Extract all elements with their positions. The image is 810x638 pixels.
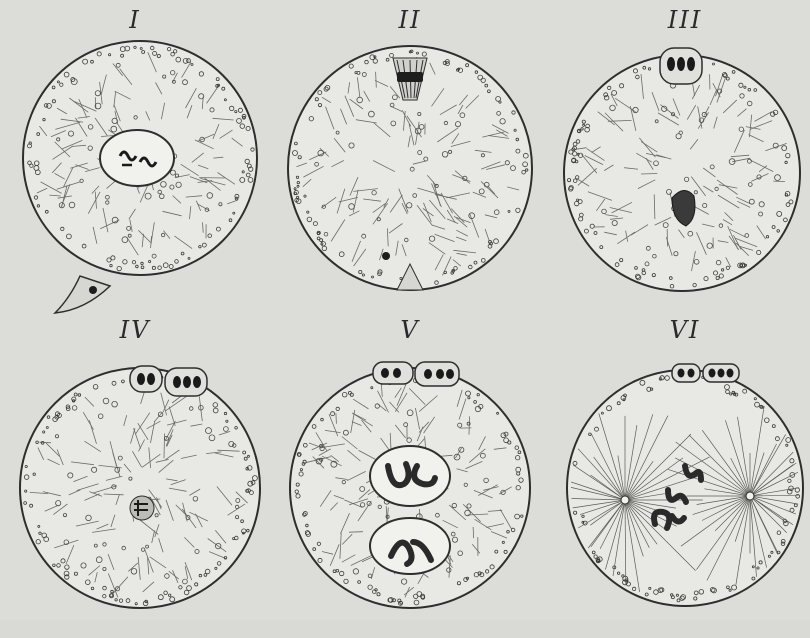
cell-drawing <box>560 338 810 638</box>
female-pronucleus <box>370 518 450 574</box>
cell-body <box>567 370 803 606</box>
network-strand <box>336 413 337 424</box>
panel-i: I <box>10 0 260 300</box>
network-strand <box>641 174 657 175</box>
polar-bodies <box>672 364 739 382</box>
illustration-plate: I II <box>0 0 810 620</box>
panel-iii: III <box>560 0 810 300</box>
polar-body <box>660 48 702 84</box>
germinal-vesicle <box>100 130 174 186</box>
cell-drawing <box>285 338 535 638</box>
polar-bodies <box>130 366 207 396</box>
network-strand <box>349 532 363 533</box>
panel-iv: IV <box>10 310 260 610</box>
cell-drawing <box>285 28 535 328</box>
centrosome <box>621 496 629 504</box>
network-strand <box>773 181 785 182</box>
sperm-entrance-cone <box>55 276 110 313</box>
panel-v: V <box>285 310 535 610</box>
cell-drawing <box>560 28 810 328</box>
cell-drawing <box>10 338 260 638</box>
egg-nucleus <box>130 496 154 520</box>
cell-drawing <box>10 28 260 328</box>
cell-body <box>20 368 260 608</box>
panel-vi: VI <box>560 310 810 610</box>
male-pronucleus <box>370 446 450 506</box>
cell-body <box>564 55 800 291</box>
panel-ii: II <box>285 0 535 300</box>
centrosome <box>746 492 754 500</box>
